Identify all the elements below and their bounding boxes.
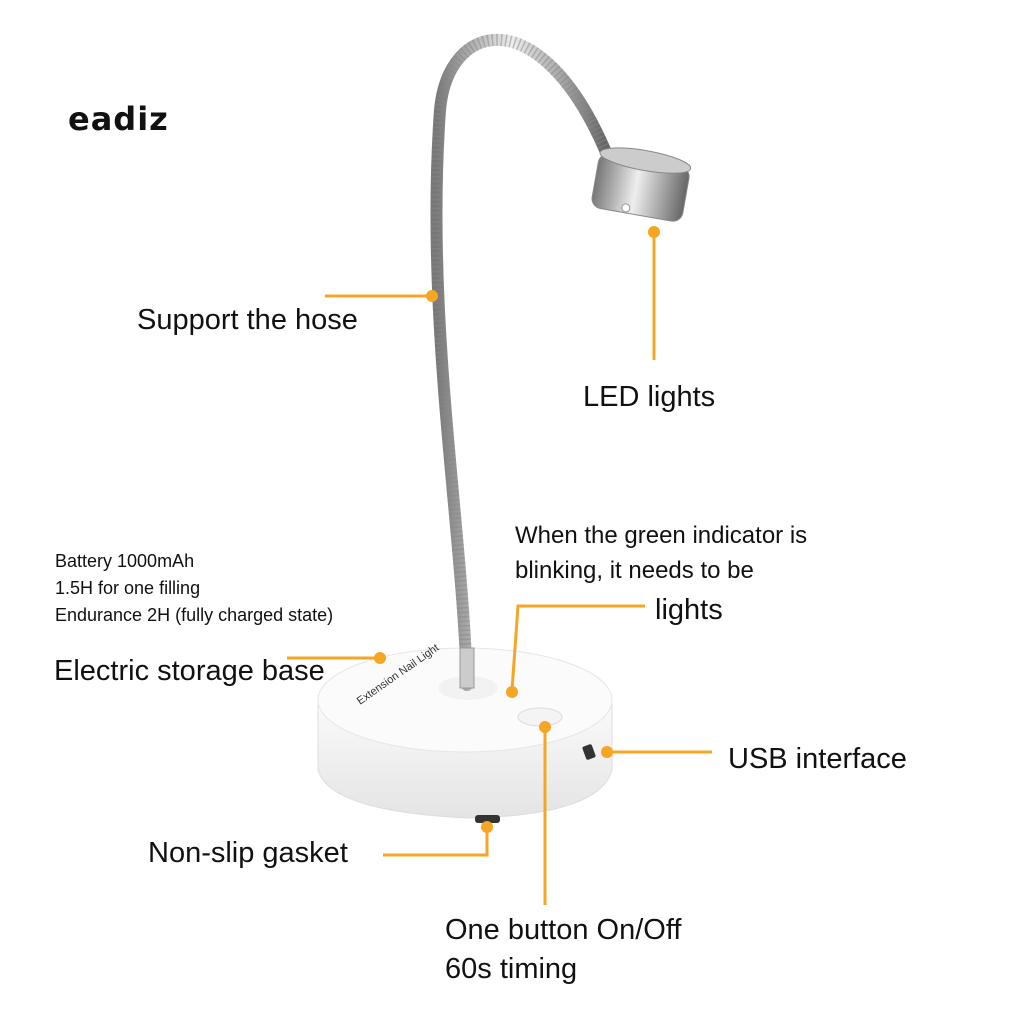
- label-button-1: One button On/Off: [445, 914, 682, 946]
- battery-info: Battery 1000mAh 1.5H for one filling End…: [55, 548, 333, 629]
- label-indicator-3: lights: [655, 594, 723, 626]
- label-gasket: Non-slip gasket: [148, 837, 348, 869]
- leader-dots: [374, 226, 660, 833]
- battery-capacity: Battery 1000mAh: [55, 551, 195, 571]
- label-led-lights: LED lights: [583, 381, 716, 413]
- leader-lines: [287, 232, 712, 905]
- label-support-hose: Support the hose: [137, 304, 358, 336]
- brand-logo: eadiz: [68, 100, 169, 138]
- label-indicator-1: When the green indicator is: [515, 522, 808, 549]
- label-storage-base: Electric storage base: [54, 655, 325, 687]
- label-indicator-2: blinking, it needs to be: [515, 557, 754, 584]
- label-button-2: 60s timing: [445, 953, 578, 985]
- led-head: [591, 147, 692, 222]
- battery-charge-time: 1.5H for one filling: [55, 578, 201, 598]
- gooseneck-hose: [430, 33, 611, 691]
- label-usb: USB interface: [728, 743, 907, 775]
- battery-endurance: Endurance 2H (fully charged state): [55, 605, 334, 625]
